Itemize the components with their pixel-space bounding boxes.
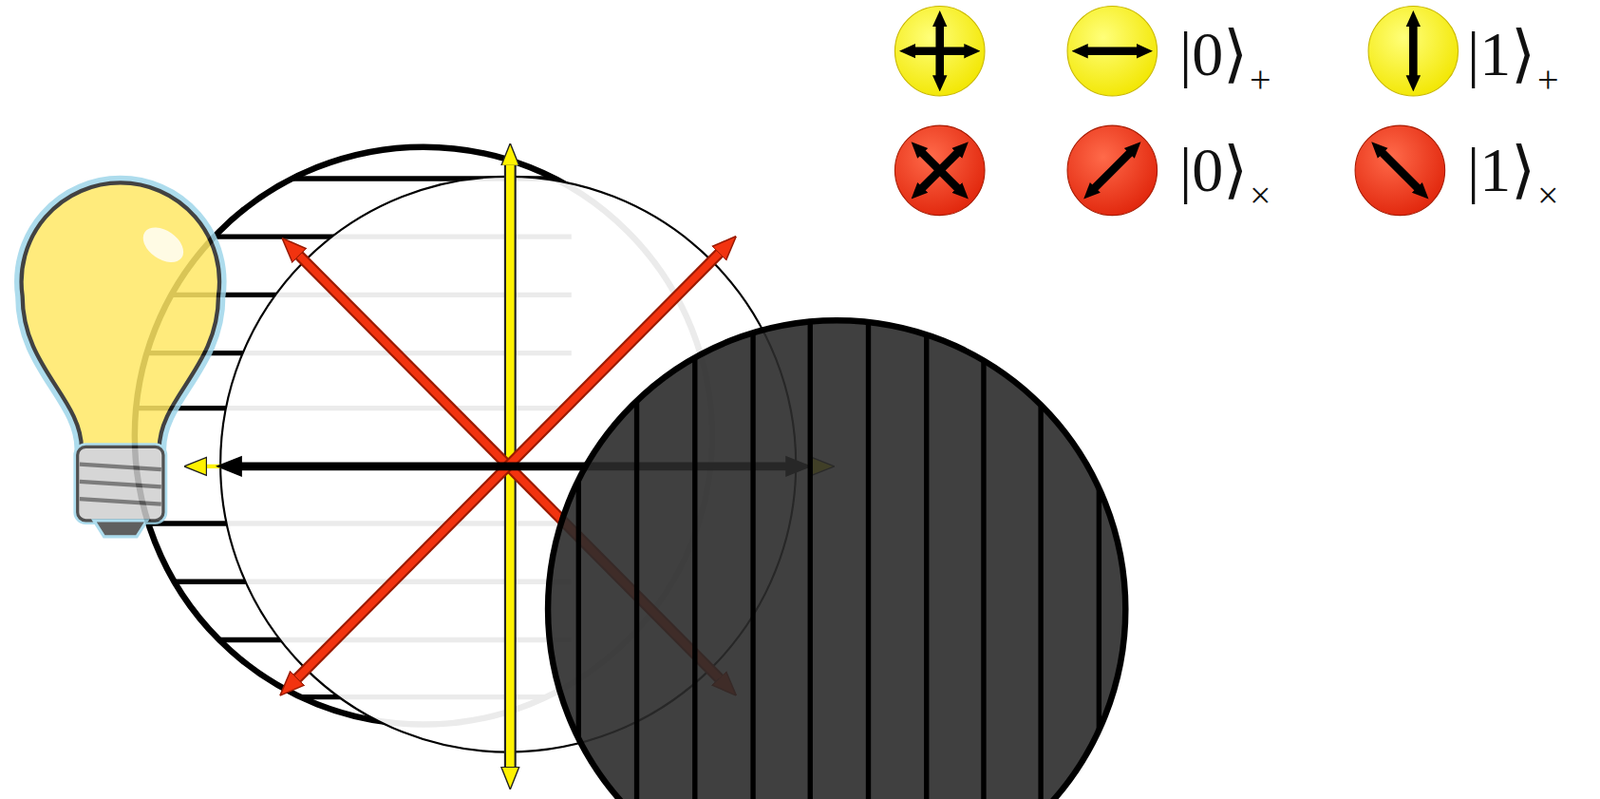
- vertical-polarizer: [547, 305, 1126, 799]
- legend-icons: [894, 5, 1458, 215]
- legend-label: |0⟩+: [1179, 22, 1272, 86]
- light-bulb: [21, 182, 220, 537]
- legend-label: |1⟩×: [1467, 138, 1560, 202]
- legend-label: |1⟩+: [1467, 22, 1560, 86]
- legend-label: |0⟩×: [1179, 138, 1272, 202]
